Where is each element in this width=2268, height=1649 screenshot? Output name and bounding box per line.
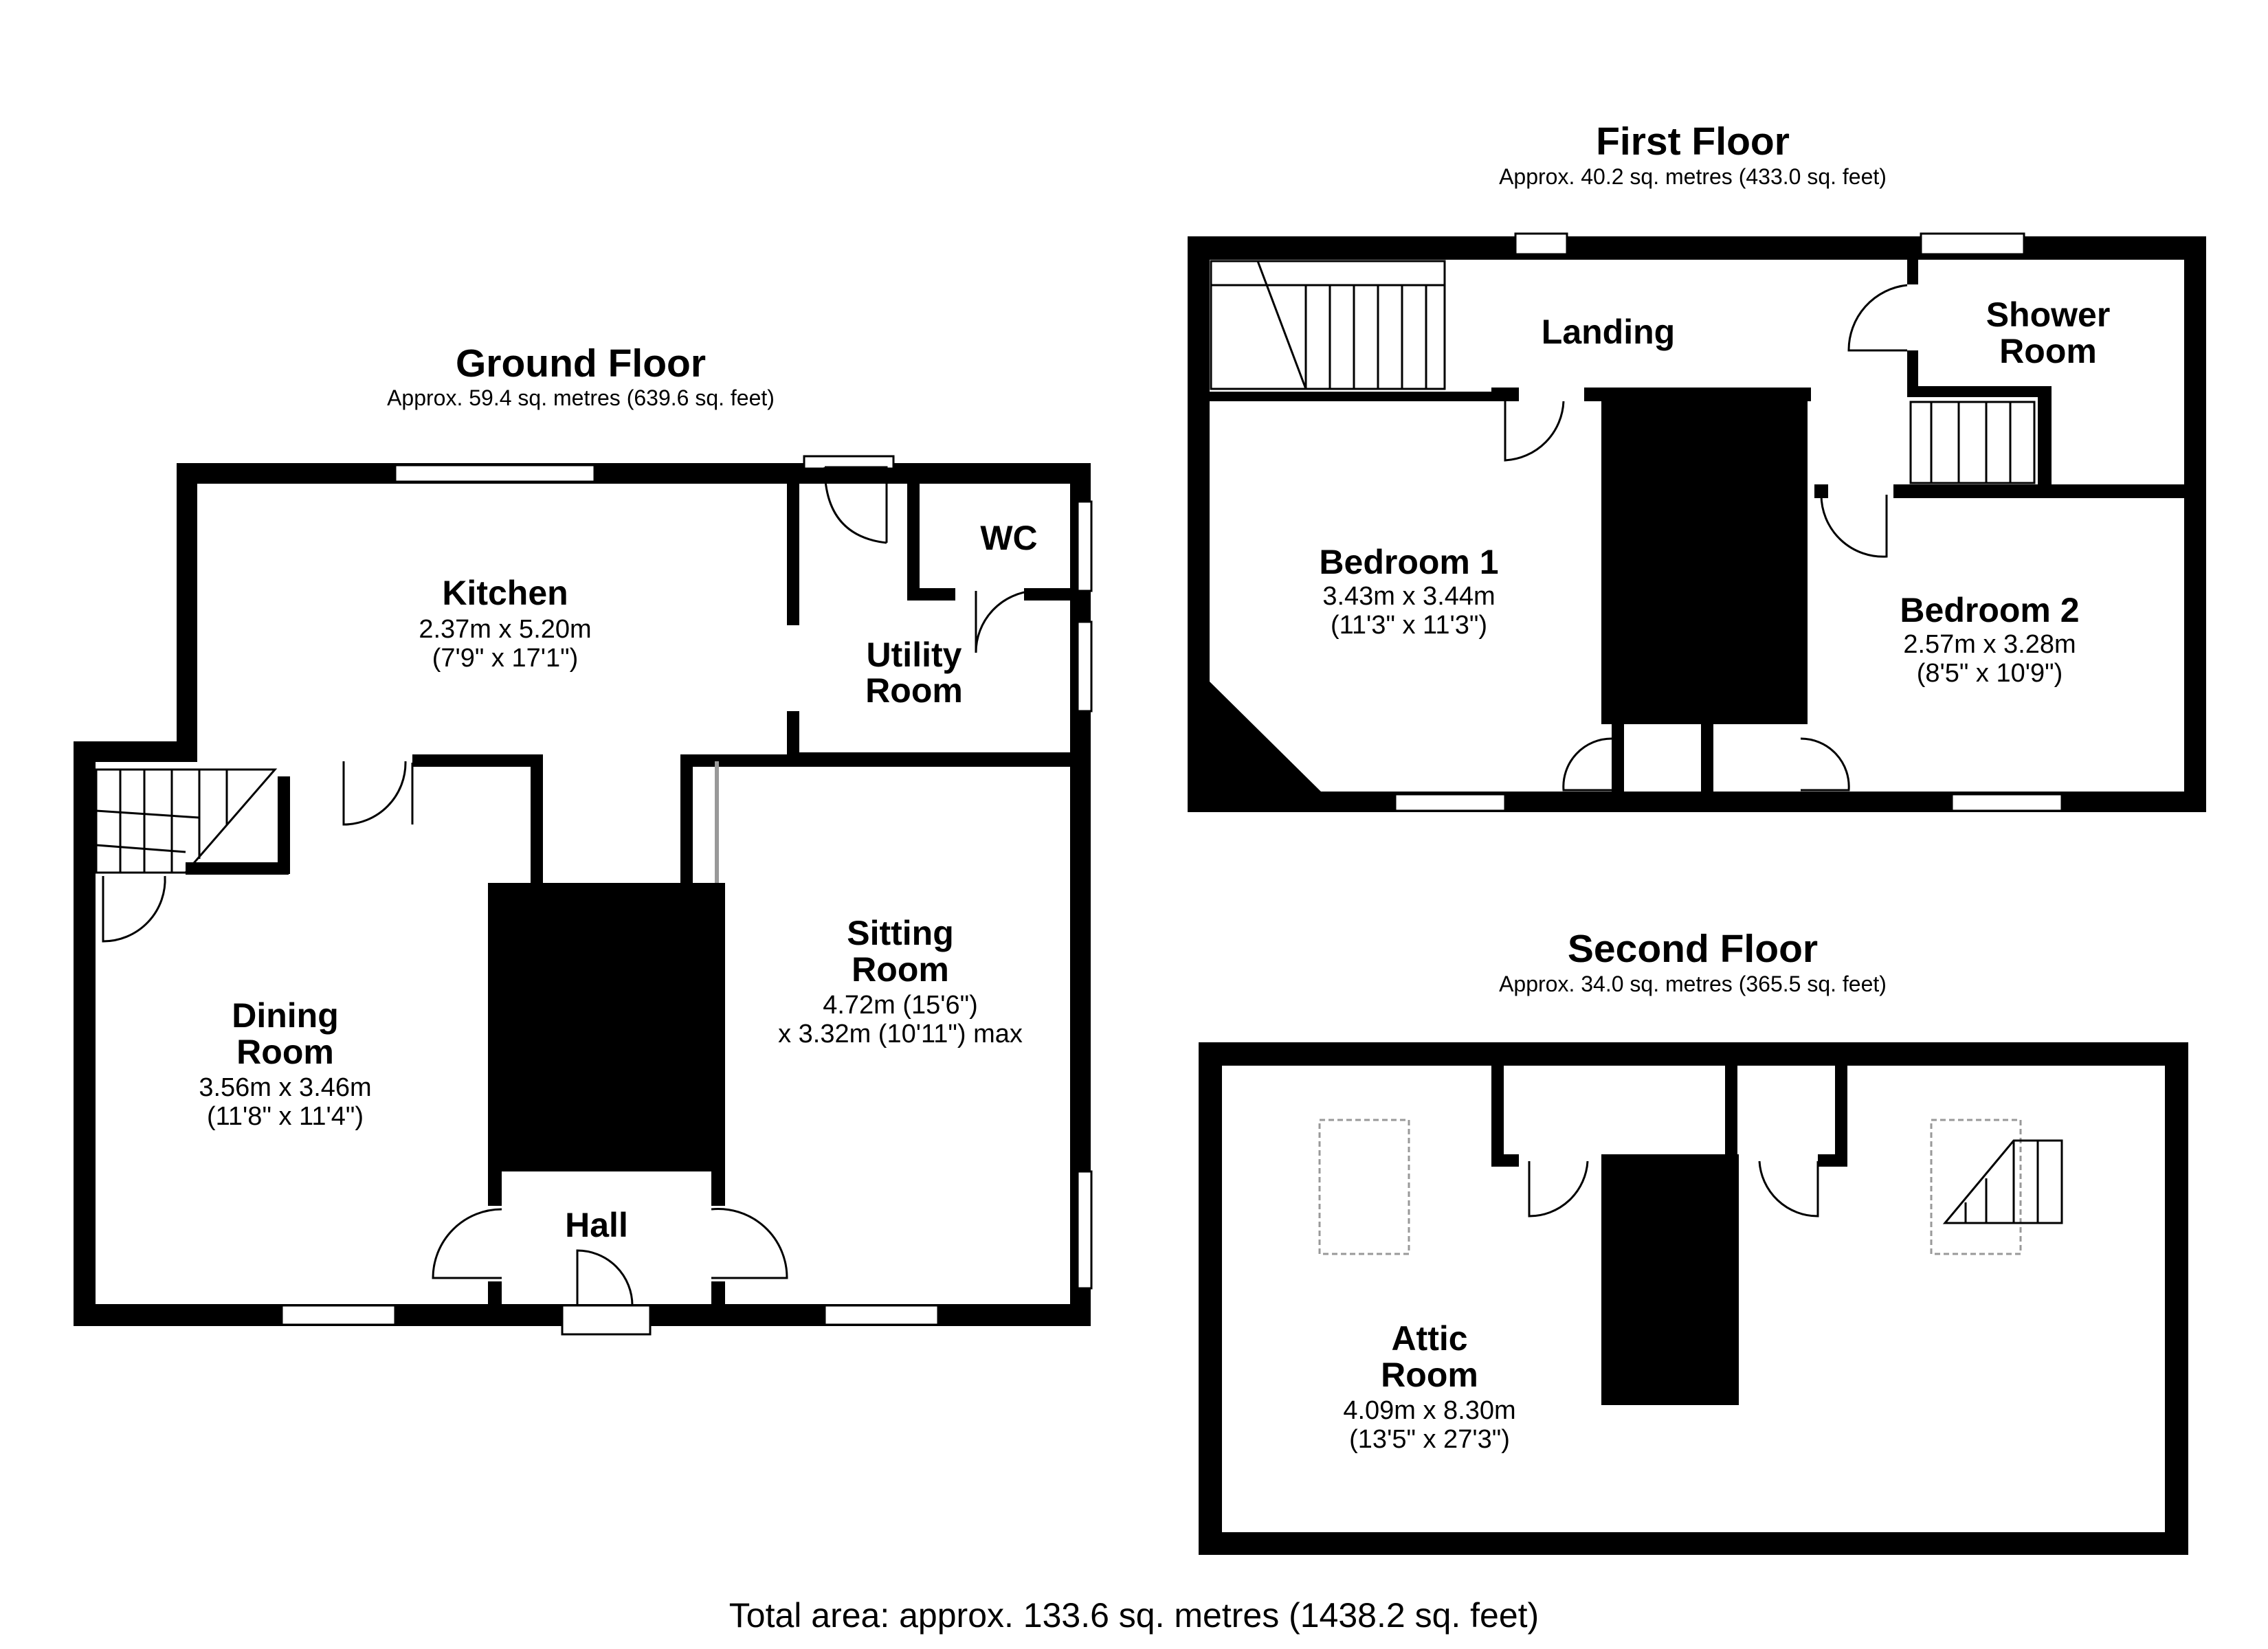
- chimney-stack: [1601, 388, 1808, 724]
- room-name: Attic: [1391, 1319, 1467, 1358]
- window: [1394, 232, 2063, 812]
- wall: [715, 761, 719, 885]
- wall: [1208, 392, 1497, 401]
- wall: [1199, 1042, 1222, 1555]
- room-dimensions: 4.72m (15'6"): [823, 991, 978, 1020]
- wall: [787, 474, 799, 625]
- room-dimensions: x 3.32m (10'11") max: [778, 1020, 1023, 1048]
- room-name: Hall: [565, 1206, 628, 1244]
- wall: [1725, 1064, 1737, 1167]
- wall: [1199, 1532, 2188, 1555]
- room-name: Bedroom 2: [1900, 591, 2079, 629]
- room-dimensions: 4.09m x 8.30m: [1343, 1396, 1515, 1425]
- wall: [531, 754, 543, 885]
- room-name: Shower: [1986, 295, 2111, 334]
- room-dimensions: (13'5" x 27'3"): [1349, 1425, 1510, 1454]
- chimney-stack: [1601, 1154, 1739, 1405]
- room-name: Room: [1381, 1356, 1478, 1394]
- door-swing: [1528, 1160, 1819, 1218]
- wall: [1024, 588, 1076, 601]
- room-name: Kitchen: [442, 574, 568, 612]
- room-dimensions: (7'9" x 17'1"): [432, 644, 579, 673]
- wall: [74, 741, 96, 1326]
- sloped-ceiling: [1208, 680, 1323, 794]
- window: [280, 455, 1093, 1336]
- wall: [1818, 1154, 1845, 1167]
- door-swing: [102, 466, 1035, 1306]
- wall: [907, 588, 955, 601]
- wall: [1199, 1042, 2188, 1066]
- room-dimensions: 3.56m x 3.46m: [199, 1073, 371, 1102]
- wall: [1907, 386, 2052, 397]
- wall: [680, 754, 693, 885]
- wall: [1188, 236, 2206, 260]
- floor-area: Approx. 59.4 sq. metres (639.6 sq. feet): [387, 385, 775, 410]
- wall: [278, 776, 290, 874]
- wall: [1907, 350, 1918, 392]
- skylight: [1318, 1119, 2022, 1255]
- floor-title: Second Floor: [1568, 927, 1818, 971]
- room-name: Utility: [867, 636, 962, 674]
- floor-title: Ground Floor: [456, 341, 706, 385]
- wall: [1893, 484, 2189, 498]
- wall: [680, 754, 1079, 767]
- wall: [488, 1281, 502, 1316]
- room-name: Room: [1999, 332, 2097, 370]
- wall: [2165, 1042, 2188, 1555]
- room-dimensions: (8'5" x 10'9"): [1917, 659, 2063, 688]
- wall: [412, 754, 543, 767]
- wall: [711, 1168, 725, 1206]
- wall: [1188, 236, 1210, 812]
- wall: [1612, 715, 1624, 794]
- room-name: Bedroom 1: [1319, 543, 1498, 581]
- wall: [2038, 386, 2052, 489]
- room-name: Dining: [232, 996, 339, 1035]
- first-floor: [1188, 232, 2206, 812]
- wall: [186, 862, 289, 875]
- room-name: WC: [980, 519, 1037, 557]
- chimney-stack: [488, 883, 725, 1171]
- wall: [488, 1168, 502, 1206]
- wall: [711, 1281, 725, 1316]
- floor-area: Approx. 40.2 sq. metres (433.0 sq. feet): [1499, 164, 1887, 189]
- door-swing: [1504, 284, 1908, 792]
- room-dimensions: (11'3" x 11'3"): [1331, 611, 1487, 640]
- wall: [1835, 1064, 1847, 1167]
- wall: [1907, 257, 1918, 284]
- wall: [1814, 484, 1828, 498]
- staircase: [1210, 260, 2036, 484]
- total-area: Total area: approx. 133.6 sq. metres (14…: [729, 1596, 1539, 1635]
- wall: [1491, 1154, 1519, 1167]
- room-dimensions: 3.43m x 3.44m: [1322, 582, 1495, 611]
- staircase: [95, 768, 278, 874]
- wall: [1491, 388, 1519, 401]
- room-name: Room: [852, 950, 949, 989]
- room-name: Room: [865, 671, 963, 710]
- staircase: [1942, 1139, 2063, 1224]
- room-dimensions: 2.37m x 5.20m: [419, 615, 591, 644]
- room-name: Sitting: [847, 914, 954, 952]
- wall: [1491, 1064, 1504, 1167]
- room-dimensions: (11'8" x 11'4"): [207, 1102, 364, 1131]
- room-name: Landing: [1542, 313, 1675, 351]
- second-floor: [1199, 1042, 2188, 1555]
- wall: [1701, 715, 1713, 794]
- floor-area: Approx. 34.0 sq. metres (365.5 sq. feet): [1499, 972, 1887, 996]
- room-name: Room: [236, 1033, 334, 1071]
- floor-title: First Floor: [1596, 120, 1790, 164]
- wall: [907, 481, 920, 599]
- room-dimensions: 2.57m x 3.28m: [1903, 630, 2076, 659]
- wall: [2184, 236, 2206, 812]
- wall: [177, 463, 1091, 484]
- wall: [787, 711, 799, 759]
- wall: [177, 463, 197, 762]
- ground-floor: [74, 455, 1093, 1336]
